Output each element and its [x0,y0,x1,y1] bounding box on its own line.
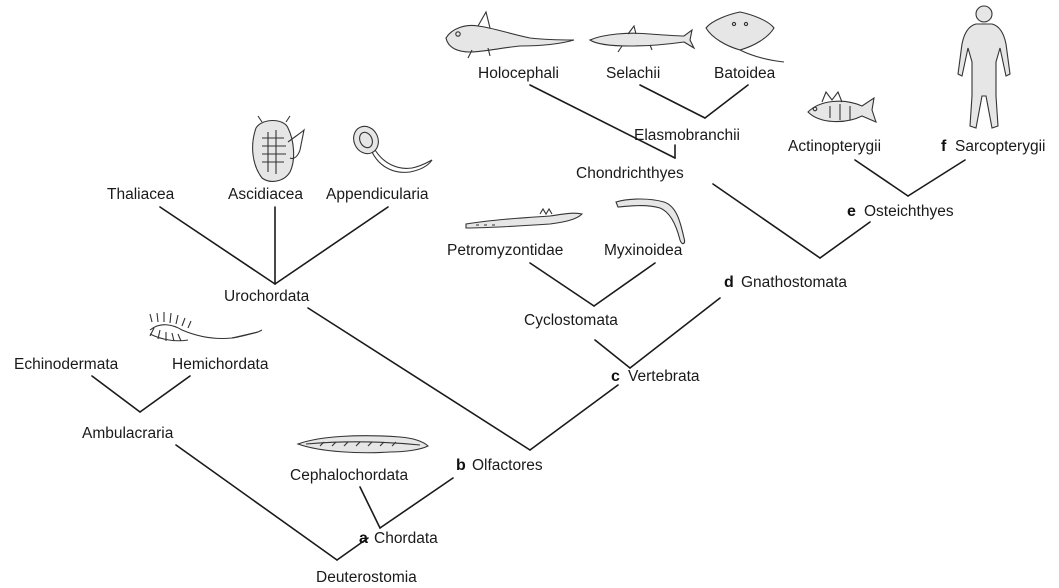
larvacean-icon [349,122,432,172]
hagfish-icon [616,199,685,244]
label-thaliacea: Thaliacea [107,186,175,203]
branch-sarcopterygii [908,160,965,196]
branch-cyclostomata [595,340,630,368]
branch-ambulacraria [176,445,337,560]
lancelet-icon [298,436,428,453]
branch-osteichthyes-trunk [820,222,870,258]
label-olfactores: Olfactores [472,457,543,474]
branch-petromyzontidae [530,263,594,306]
marker-c: c [611,368,620,385]
label-cyclostomata: Cyclostomata [524,312,618,329]
label-urochordata: Urochordata [224,288,310,305]
lamprey-icon [466,209,582,228]
label-deuterostomia: Deuterostomia [316,569,417,586]
label-osteichthyes: Osteichthyes [864,203,954,220]
branch-myxinoidea [594,263,655,306]
organism-illustrations [150,6,1010,453]
branch-actinopterygii [855,160,908,196]
label-myxinoidea: Myxinoidea [604,242,683,259]
label-ambulacraria: Ambulacraria [82,425,174,442]
branch-thaliacea [160,207,275,284]
marker-d: d [724,274,734,291]
branch-urochordata [308,308,530,450]
label-petromyzontidae: Petromyzontidae [447,242,563,259]
branch-echinodermata [92,376,140,412]
taxon-labels: Deuterostomia a Chordata Ambulacraria Ec… [14,65,1045,586]
shark-icon [590,26,694,52]
label-chordata: Chordata [374,530,438,547]
label-echinodermata: Echinodermata [14,356,119,373]
marker-b: b [456,457,466,474]
branch-olfactores-trunk [380,478,453,528]
marker-a: a [359,530,368,547]
marker-e: e [847,203,856,220]
label-cephalochordata: Cephalochordata [290,467,408,484]
label-chondrichthyes: Chondrichthyes [576,165,684,182]
label-elasmobranchii: Elasmobranchii [634,127,740,144]
label-batoidea: Batoidea [714,65,776,82]
acorn-worm-icon [150,312,262,341]
chimaera-icon [446,12,574,58]
label-ascidiacea: Ascidiacea [228,186,303,203]
marker-f: f [941,138,947,155]
human-icon [958,6,1010,128]
label-gnathostomata: Gnathostomata [741,274,847,291]
branch-appendicularia [275,207,388,284]
label-appendicularia: Appendicularia [326,186,429,203]
label-vertebrata: Vertebrata [628,368,700,385]
ray-icon [706,12,784,62]
branch-hemichordata [140,376,190,412]
label-actinopterygii: Actinopterygii [788,138,881,155]
perch-icon [808,92,876,122]
label-holocephali: Holocephali [478,65,559,82]
label-sarcopterygii: Sarcopterygii [955,138,1045,155]
branch-selachii [640,85,705,118]
branch-chondrichthyes [713,184,820,258]
label-selachii: Selachii [606,65,660,82]
branch-gnathostomata-trunk [630,298,720,368]
branch-vertebrata-trunk [530,385,618,450]
ascidian-icon [253,116,304,181]
branch-batoidea [705,85,748,118]
label-hemichordata: Hemichordata [172,356,269,373]
branch-holocephali [530,85,675,158]
branch-cephalochordata [360,487,380,528]
